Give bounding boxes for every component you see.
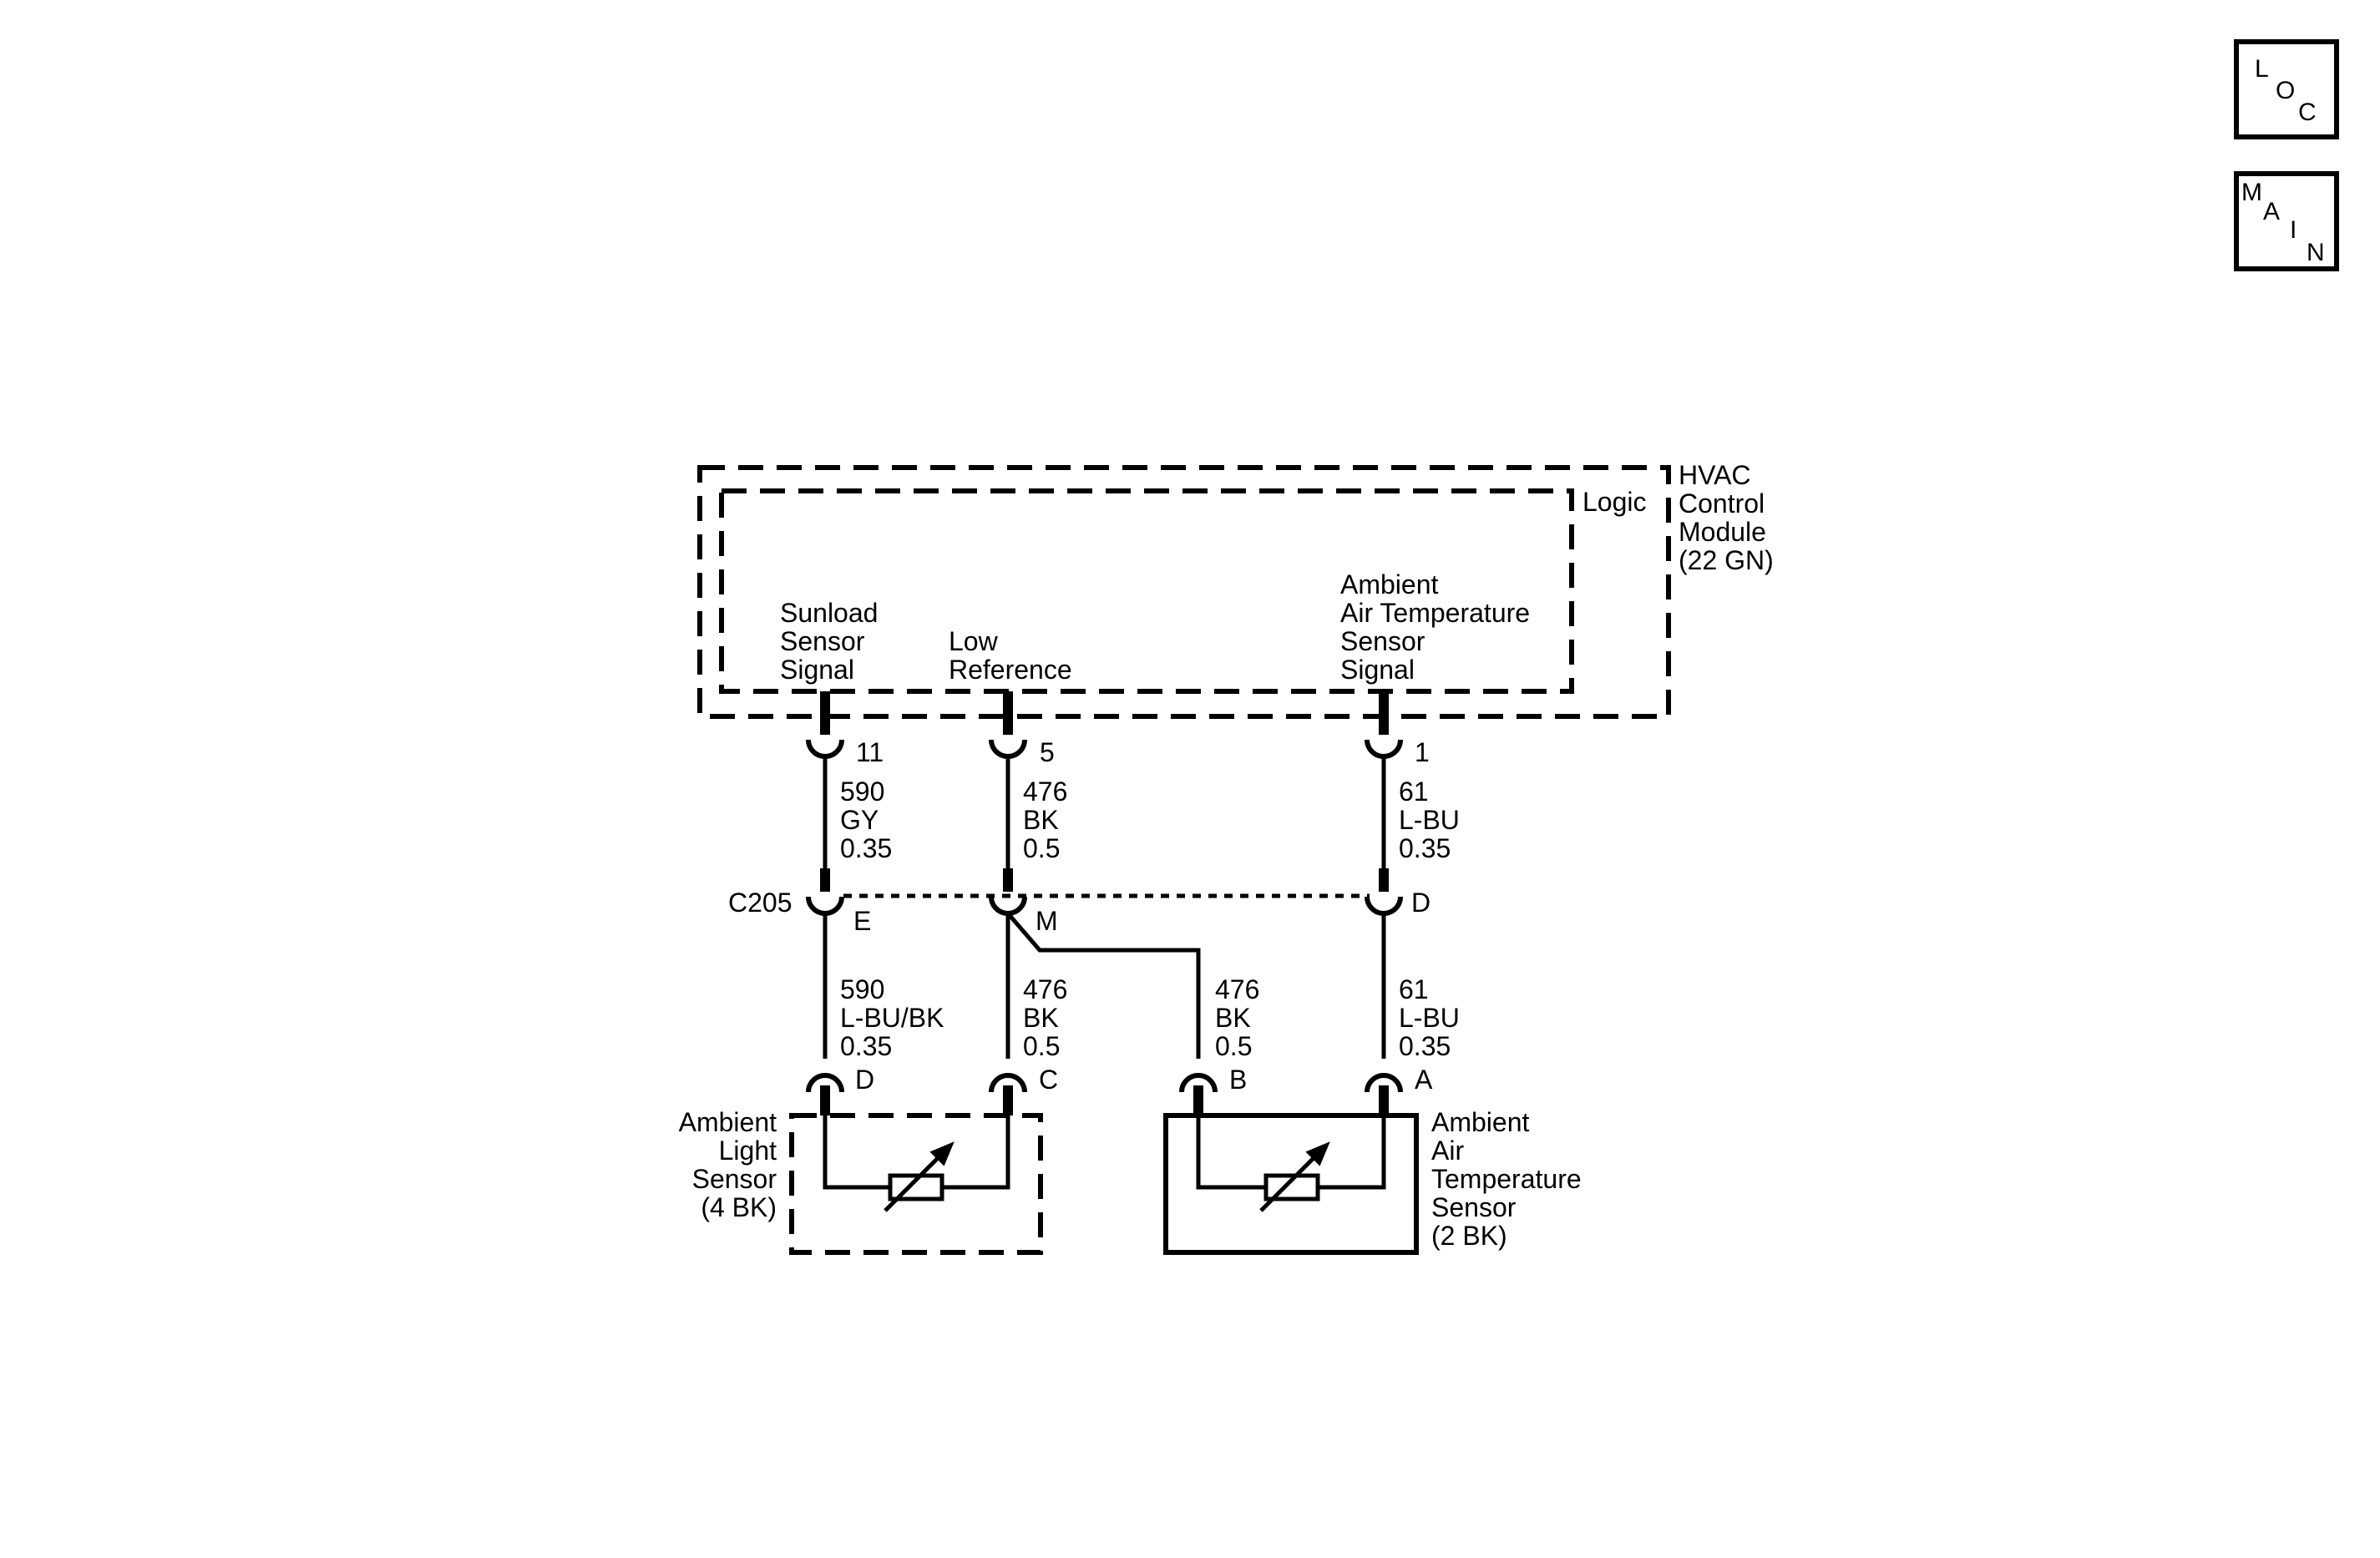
svg-text:I: I (2290, 216, 2296, 244)
svg-text:(22 GN): (22 GN) (1679, 545, 1774, 575)
svg-text:L-BU: L-BU (1399, 805, 1460, 835)
wire-label-61-lbu-upper: 61 L-BU 0.35 (1399, 776, 1460, 863)
svg-text:(2 BK): (2 BK) (1431, 1221, 1507, 1251)
ambient-signal-label: Ambient Air Temperature Sensor Signal (1340, 569, 1530, 685)
ambient-light-sensor-label: Ambient Light Sensor (4 BK) (679, 1107, 777, 1222)
svg-text:Signal: Signal (1340, 655, 1415, 685)
module-pin-5 (989, 691, 1027, 759)
svg-text:Reference: Reference (949, 655, 1072, 685)
svg-text:Sensor: Sensor (1431, 1192, 1517, 1222)
svg-text:M: M (2241, 179, 2262, 206)
wire-label-476-bk-branch: 476 BK 0.5 (1215, 974, 1259, 1061)
svg-text:Sensor: Sensor (1340, 626, 1425, 656)
connector-pin-d (1365, 868, 1403, 916)
sensor-pin-d (806, 1073, 844, 1115)
svg-text:Air: Air (1431, 1136, 1464, 1166)
logic-label: Logic (1582, 487, 1647, 517)
svg-text:0.5: 0.5 (1023, 833, 1060, 863)
logic-box (719, 488, 1574, 694)
svg-text:Ambient: Ambient (1431, 1107, 1530, 1137)
svg-text:L-BU: L-BU (1399, 1003, 1460, 1033)
wire-label-476-bk-lower: 476 BK 0.5 (1023, 974, 1067, 1061)
svg-text:Sunload: Sunload (780, 598, 878, 628)
svg-text:BK: BK (1215, 1003, 1251, 1033)
ambient-air-temp-sensor-label: Ambient Air Temperature Sensor (2 BK) (1431, 1107, 1582, 1251)
svg-text:L: L (2255, 55, 2269, 83)
svg-text:61: 61 (1399, 974, 1429, 1004)
wire-label-61-lbu-lower: 61 L-BU 0.35 (1399, 974, 1460, 1061)
svg-text:Module: Module (1679, 517, 1766, 547)
wire-label-590-lbu-bk: 590 L-BU/BK 0.35 (840, 974, 944, 1061)
module-pin-11 (806, 691, 844, 759)
svg-text:BK: BK (1023, 805, 1059, 835)
connector-name: C205 (728, 888, 792, 918)
svg-text:Sensor: Sensor (692, 1164, 777, 1194)
wire-label-590-gy: 590 GY 0.35 (840, 776, 892, 863)
svg-text:Ambient: Ambient (679, 1107, 777, 1137)
svg-text:476: 476 (1023, 776, 1067, 807)
sensor-pin-c (989, 1073, 1027, 1115)
svg-text:Light: Light (719, 1136, 777, 1166)
svg-text:590: 590 (840, 974, 884, 1004)
sunload-signal-label: Sunload Sensor Signal (780, 598, 878, 685)
svg-text:N: N (2307, 239, 2325, 266)
svg-text:L-BU/BK: L-BU/BK (840, 1003, 944, 1033)
ambient-light-sensor-resistor (823, 1115, 1010, 1212)
ambient-air-temp-sensor-resistor (1196, 1115, 1386, 1212)
connector-pin-label-d: D (1411, 888, 1431, 918)
svg-text:A: A (2263, 198, 2280, 225)
svg-text:0.35: 0.35 (1399, 1031, 1451, 1061)
sensor-pin-a (1365, 1073, 1403, 1115)
svg-text:0.5: 0.5 (1215, 1031, 1252, 1061)
svg-text:BK: BK (1023, 1003, 1059, 1033)
svg-text:C: C (2298, 99, 2317, 126)
hvac-module-box (697, 465, 1671, 719)
wire-label-476-bk-upper: 476 BK 0.5 (1023, 776, 1067, 863)
svg-text:Temperature: Temperature (1431, 1164, 1582, 1194)
svg-text:O: O (2276, 77, 2295, 104)
sensor-pin-b (1179, 1073, 1218, 1115)
svg-text:HVAC: HVAC (1679, 460, 1751, 490)
svg-text:Ambient: Ambient (1340, 569, 1439, 599)
svg-text:476: 476 (1215, 974, 1259, 1004)
pin-label-1: 1 (1415, 737, 1430, 767)
connector-pin-m (989, 868, 1027, 916)
svg-text:Signal: Signal (780, 655, 854, 685)
svg-text:GY: GY (840, 805, 879, 835)
svg-text:476: 476 (1023, 974, 1067, 1004)
module-name-label: HVAC Control Module (22 GN) (1679, 460, 1774, 575)
connector-pin-label-e: E (853, 906, 871, 936)
pin-label-5: 5 (1040, 737, 1055, 767)
low-reference-label: Low Reference (949, 626, 1072, 685)
svg-text:Sensor: Sensor (780, 626, 865, 656)
svg-text:590: 590 (840, 776, 884, 807)
ambient-light-sensor-box (789, 1113, 1043, 1255)
svg-text:0.35: 0.35 (840, 1031, 892, 1061)
loc-button[interactable]: L O C (2234, 39, 2339, 139)
svg-text:0.35: 0.35 (1399, 833, 1451, 863)
wire-476-bk-branch (1006, 912, 1201, 1059)
sensor-pin-label-d: D (855, 1065, 874, 1095)
main-button[interactable]: M A I N (2234, 171, 2339, 271)
svg-text:Low: Low (949, 626, 999, 656)
pin-label-11: 11 (856, 737, 884, 767)
connector-pin-label-m: M (1036, 906, 1058, 936)
svg-text:61: 61 (1399, 776, 1429, 807)
sensor-pin-label-c: C (1039, 1065, 1058, 1095)
sensor-pin-label-a: A (1415, 1065, 1433, 1095)
connector-pin-e (806, 868, 844, 916)
module-pin-1 (1365, 691, 1403, 759)
sensor-pin-label-b: B (1229, 1065, 1247, 1095)
svg-text:Air Temperature: Air Temperature (1340, 598, 1530, 628)
svg-text:(4 BK): (4 BK) (701, 1192, 777, 1222)
svg-text:Control: Control (1679, 488, 1765, 518)
svg-text:0.5: 0.5 (1023, 1031, 1060, 1061)
svg-text:0.35: 0.35 (840, 833, 892, 863)
ambient-air-temp-sensor-box (1163, 1113, 1419, 1255)
